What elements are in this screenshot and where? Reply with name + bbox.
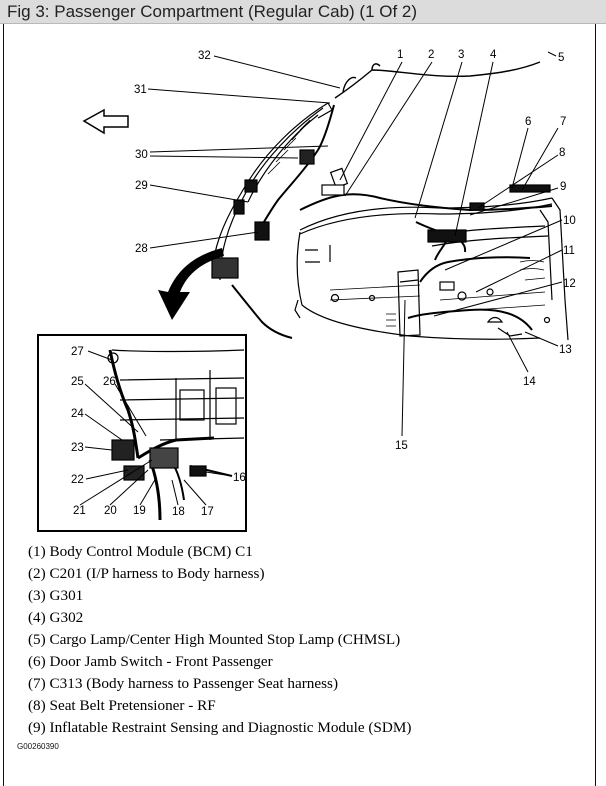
callout-19: 19 bbox=[133, 505, 146, 517]
detail-inset bbox=[37, 334, 247, 532]
leader-lines bbox=[79, 51, 563, 506]
callout-4: 4 bbox=[490, 49, 497, 61]
callout-numbers: 1 2 3 4 5 6 7 8 9 10 11 12 13 14 15 16 1… bbox=[71, 49, 576, 518]
callout-26: 26 bbox=[103, 376, 116, 388]
legend-item-5: (5) Cargo Lamp/Center High Mounted Stop … bbox=[28, 631, 401, 648]
legend-item-9: (9) Inflatable Restraint Sensing and Dia… bbox=[28, 719, 412, 736]
callout-5: 5 bbox=[558, 52, 564, 64]
callout-23: 23 bbox=[71, 442, 84, 454]
detail-pointer-arrow bbox=[158, 248, 224, 320]
callout-12: 12 bbox=[563, 278, 576, 290]
figure-title: Fig 3: Passenger Compartment (Regular Ca… bbox=[7, 2, 418, 21]
callout-28: 28 bbox=[135, 243, 148, 255]
callout-1: 1 bbox=[397, 49, 403, 61]
callout-32: 32 bbox=[198, 50, 211, 62]
wiring-diagram: 1 2 3 4 5 6 7 8 9 10 11 12 13 14 15 16 1… bbox=[37, 49, 576, 532]
legend-item-2: (2) C201 (I/P harness to Body harness) bbox=[28, 565, 265, 582]
callout-27: 27 bbox=[71, 346, 84, 358]
callout-17: 17 bbox=[201, 506, 214, 518]
connectors bbox=[211, 149, 551, 291]
callout-16: 16 bbox=[233, 472, 246, 484]
legend-item-1: (1) Body Control Module (BCM) C1 bbox=[28, 543, 253, 560]
callout-2: 2 bbox=[428, 49, 434, 61]
callout-21: 21 bbox=[73, 505, 86, 517]
callout-30: 30 bbox=[135, 149, 148, 161]
title-bar: Fig 3: Passenger Compartment (Regular Ca… bbox=[0, 0, 606, 24]
callout-20: 20 bbox=[104, 505, 117, 517]
left-arrow-icon bbox=[82, 108, 129, 135]
callout-15: 15 bbox=[395, 440, 408, 452]
component-legend: (1) Body Control Module (BCM) C1 (2) C20… bbox=[28, 541, 588, 739]
callout-13: 13 bbox=[559, 344, 572, 356]
legend-item-6: (6) Door Jamb Switch - Front Passenger bbox=[28, 653, 273, 670]
callout-14: 14 bbox=[523, 376, 536, 388]
legend-item-4: (4) G302 bbox=[28, 609, 84, 626]
callout-11: 11 bbox=[563, 245, 575, 257]
callout-10: 10 bbox=[563, 215, 576, 227]
callout-31: 31 bbox=[134, 84, 147, 96]
callout-8: 8 bbox=[559, 147, 565, 159]
callout-3: 3 bbox=[458, 49, 464, 61]
legend-item-7: (7) C313 (Body harness to Passenger Seat… bbox=[28, 675, 339, 692]
roof-harness bbox=[334, 61, 541, 99]
figure-frame bbox=[3, 24, 596, 786]
callout-18: 18 bbox=[172, 506, 185, 518]
figure-code: G00260390 bbox=[17, 742, 59, 751]
legend-item-8: (8) Seat Belt Pretensioner - RF bbox=[28, 697, 216, 714]
callout-9: 9 bbox=[560, 181, 566, 193]
callout-6: 6 bbox=[525, 116, 531, 128]
callout-25: 25 bbox=[71, 376, 84, 388]
floor-harness bbox=[231, 104, 553, 339]
legend-item-3: (3) G301 bbox=[28, 587, 84, 604]
callout-7: 7 bbox=[560, 116, 566, 128]
callout-29: 29 bbox=[135, 180, 148, 192]
vehicle-body bbox=[211, 102, 569, 341]
callout-24: 24 bbox=[71, 408, 84, 420]
callout-22: 22 bbox=[71, 474, 84, 486]
